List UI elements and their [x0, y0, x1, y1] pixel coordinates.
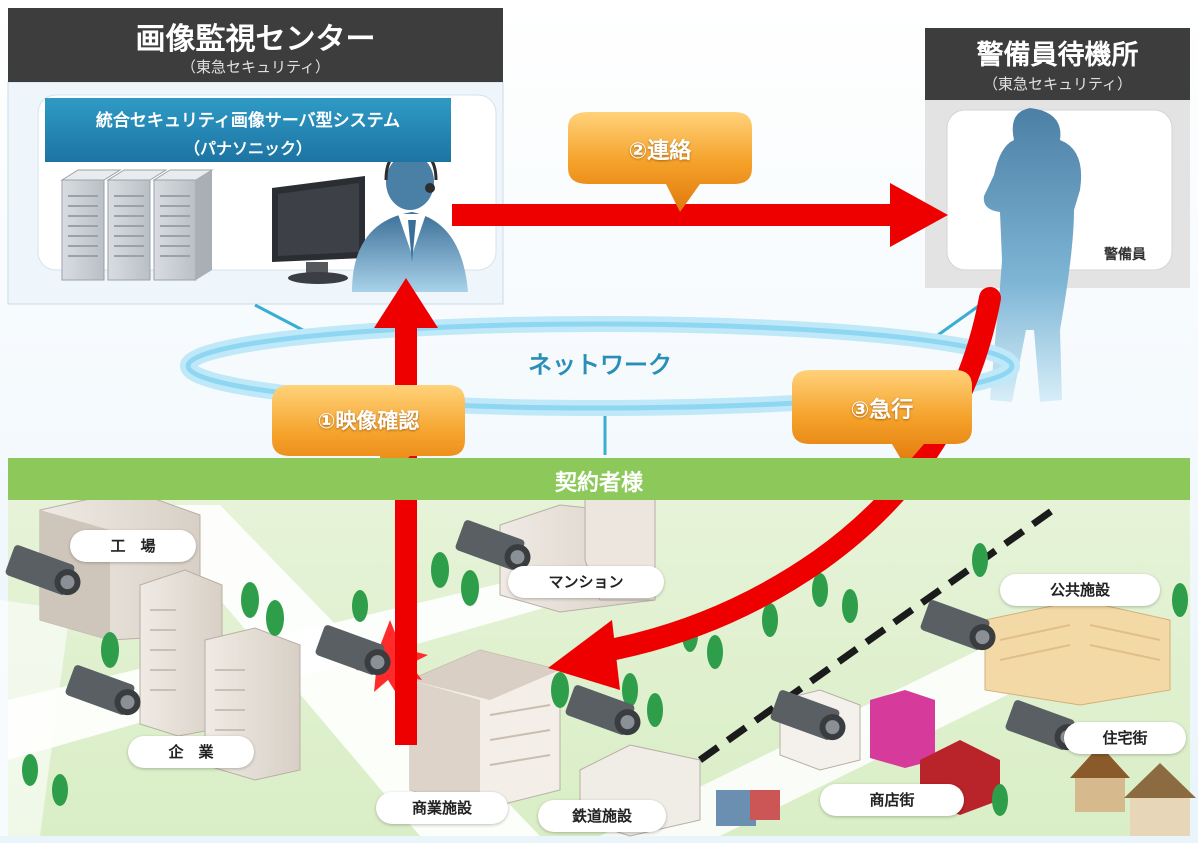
place-label-shopping: 商店街	[820, 784, 964, 816]
monitoring-center-header: 画像監視センター （東急セキュリティ）	[8, 8, 503, 82]
system-label-box: 統合セキュリティ画像サーバ型システム （パナソニック）	[45, 98, 451, 162]
place-label-railway: 鉄道施設	[538, 800, 666, 832]
place-label-mansion: マンション	[508, 566, 664, 598]
place-label-factory: 工 場	[70, 530, 196, 562]
place-label-company: 企 業	[128, 736, 254, 768]
public-facility-building	[984, 599, 1171, 706]
server-slots	[68, 195, 190, 257]
arrow-contact	[452, 204, 898, 226]
step1-label: ①映像確認	[317, 409, 420, 433]
tree-icons	[22, 543, 1188, 816]
monitor-icon	[272, 176, 365, 284]
step-bubbles	[272, 112, 972, 485]
commercial-building	[409, 649, 561, 811]
bubble-rush	[792, 370, 972, 466]
guard-station-panel	[925, 100, 1190, 402]
security-camera-icons	[5, 520, 1081, 751]
city-illustration	[0, 481, 1196, 837]
bubble-video-check	[272, 385, 465, 485]
operator-icon	[352, 148, 468, 292]
monitoring-center-title: 画像監視センター	[135, 22, 376, 57]
clients-header: 契約者様	[8, 458, 1190, 500]
network-label: ネットワーク	[528, 351, 672, 379]
system-vendor: （パナソニック）	[183, 139, 312, 158]
monitoring-center-subtitle: （東急セキュリティ）	[180, 58, 331, 76]
bubble-contact	[568, 112, 752, 212]
system-name: 統合セキュリティ画像サーバ型システム	[95, 111, 401, 131]
house-buildings	[1070, 745, 1196, 836]
guard-label: 警備員	[1104, 247, 1146, 263]
guard-station-subtitle: （東急セキュリティ）	[982, 75, 1133, 93]
place-label-residential: 住宅街	[1064, 722, 1186, 754]
place-label-public: 公共施設	[1000, 574, 1160, 606]
company-building	[139, 569, 301, 781]
guard-icon	[983, 108, 1082, 402]
step3-label: ③急行	[850, 398, 914, 423]
arrow-video-check	[395, 320, 417, 745]
step2-label: ②連絡	[628, 139, 692, 164]
railway-track	[697, 502, 1063, 763]
guard-station-header: 警備員待機所 （東急セキュリティ）	[925, 28, 1190, 100]
place-label-commercial: 商業施設	[376, 792, 508, 824]
guard-station-title: 警備員待機所	[976, 40, 1139, 71]
network-ring	[180, 303, 1020, 455]
clients-title: 契約者様	[554, 471, 643, 496]
